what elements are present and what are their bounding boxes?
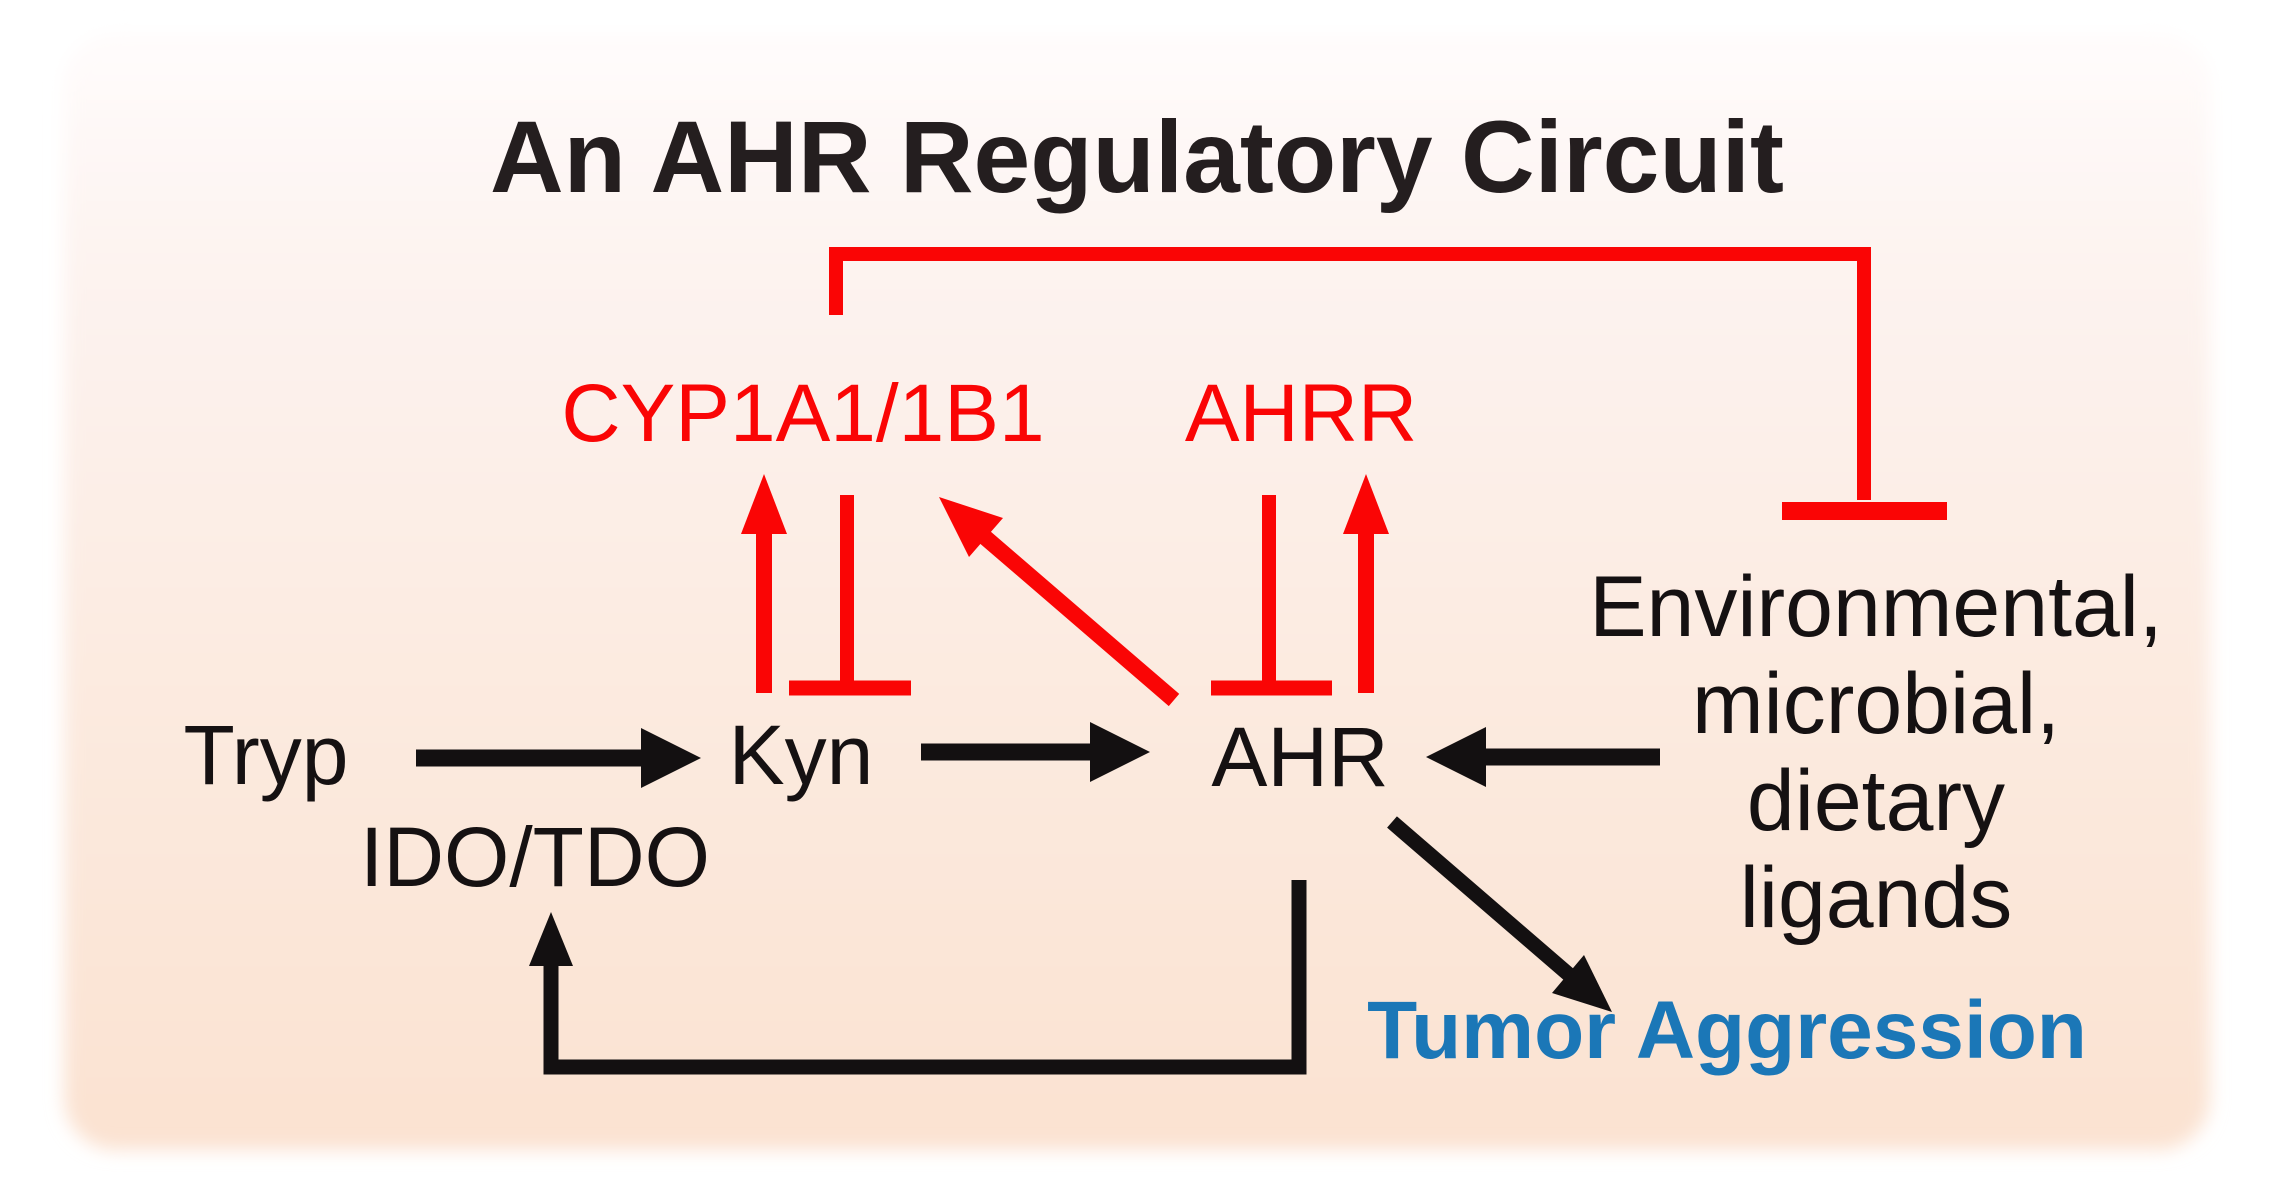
- kyn-to-ahr-arrow: [921, 722, 1150, 782]
- kyn-activates-cyp-arrow: [741, 474, 787, 693]
- cyp-inhibits-ligands-line: [829, 247, 1871, 500]
- node-ahr: AHR: [1211, 710, 1388, 804]
- node-ido-tdo: IDO/TDO: [360, 810, 710, 904]
- ligands-line-2: microbial,: [1692, 656, 2060, 752]
- ahr-feedback-to-idotdo-arrow: [529, 880, 1307, 1075]
- ahr-activates-ahrr-arrow: [1343, 474, 1389, 693]
- ahr-to-tumor-arrow: [1387, 816, 1612, 1012]
- panel-background: [64, 32, 2210, 1150]
- ahr-activates-cyp-arrow: [939, 497, 1180, 707]
- ligands-line-4: ligands: [1740, 850, 2013, 946]
- node-kyn: Kyn: [729, 708, 874, 802]
- ligands-line-3: dietary: [1747, 753, 2005, 849]
- node-ahrr: AHRR: [1185, 368, 1417, 459]
- cyp-inhibits-kyn-tline: [789, 495, 911, 696]
- node-tumor-aggression: Tumor Aggression: [1367, 985, 2087, 1076]
- figure-title: An AHR Regulatory Circuit: [490, 100, 1784, 214]
- ahrr-inhibits-ahr-tline: [1211, 495, 1332, 696]
- node-tryp: Tryp: [184, 708, 349, 802]
- ligands-line-1: Environmental,: [1589, 559, 2163, 655]
- ligands-to-ahr-arrow: [1426, 727, 1660, 787]
- tryp-to-kyn-arrow: [416, 728, 701, 788]
- ligands-text-block: Environmental, microbial, dietary ligand…: [1589, 559, 2163, 946]
- node-cyp1a1-1b1: CYP1A1/1B1: [561, 368, 1044, 459]
